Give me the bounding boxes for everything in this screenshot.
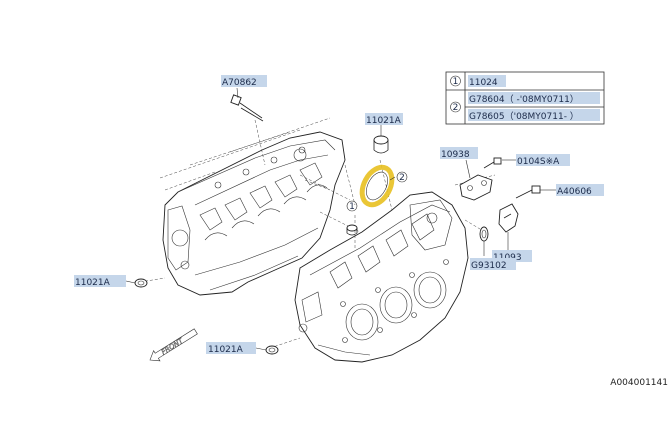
figure-id: A004001141 [610,378,668,388]
sensor-bracket-part [459,174,493,201]
parts-legend-table: 1 11024 2 G78604（ -'08MY0711） G78605（'08… [445,71,605,125]
plug-top-part [373,135,389,154]
callout-11021a-left[interactable]: 11021A [74,275,126,288]
marker-2-on-diagram: 2 [396,171,408,183]
o-ring-part [479,226,489,242]
callout-0104s[interactable]: 0104S※A [516,154,570,167]
legend-part-11024[interactable]: 11024 [469,78,498,88]
bracket-bolt-part [483,157,502,169]
callout-a40606[interactable]: A40606 [556,184,604,197]
plug-bottom-part [265,345,279,355]
svg-text:10938: 10938 [441,150,470,160]
legend-part-g78605[interactable]: G78605（'08MY0711- ） [469,111,579,122]
svg-text:11021A: 11021A [75,278,111,288]
callout-a70862[interactable]: A70862 [221,75,267,88]
svg-text:A40606: A40606 [557,187,592,197]
legend-part-g78604[interactable]: G78604（ -'08MY0711） [469,94,579,105]
legend-marker-1 [450,75,461,87]
callout-g93102[interactable]: G93102 [470,258,516,271]
sensor-bolt-part [515,185,541,199]
legend-marker-2-text: 2 [453,103,459,113]
svg-text:2: 2 [399,173,405,183]
right-cylinder-block-half [294,191,469,363]
callout-11021a-top[interactable]: 11021A [365,113,403,126]
front-label: FRONT [160,337,185,357]
long-bolt-part [230,94,264,122]
svg-text:11021A: 11021A [208,345,244,355]
callout-leaders [125,87,556,351]
sensor-part [498,203,519,233]
svg-text:1: 1 [349,202,355,212]
svg-text:11021A: 11021A [366,116,402,126]
svg-text:A70862: A70862 [222,78,257,88]
left-cylinder-block-half [162,131,346,296]
plug-left-part [134,278,148,288]
marker-1-on-diagram: 1 [346,200,358,212]
callout-10938[interactable]: 10938 [440,147,478,160]
front-direction-arrow: FRONT [149,328,198,362]
center-plug-part [346,224,358,236]
rear-oil-seal-part[interactable] [356,162,398,210]
legend-marker-2 [450,101,461,113]
svg-text:G93102: G93102 [471,261,507,271]
callout-11021a-bottom[interactable]: 11021A [206,342,256,355]
svg-text:0104S※A: 0104S※A [517,157,560,167]
legend-marker-1-text: 1 [453,77,459,87]
